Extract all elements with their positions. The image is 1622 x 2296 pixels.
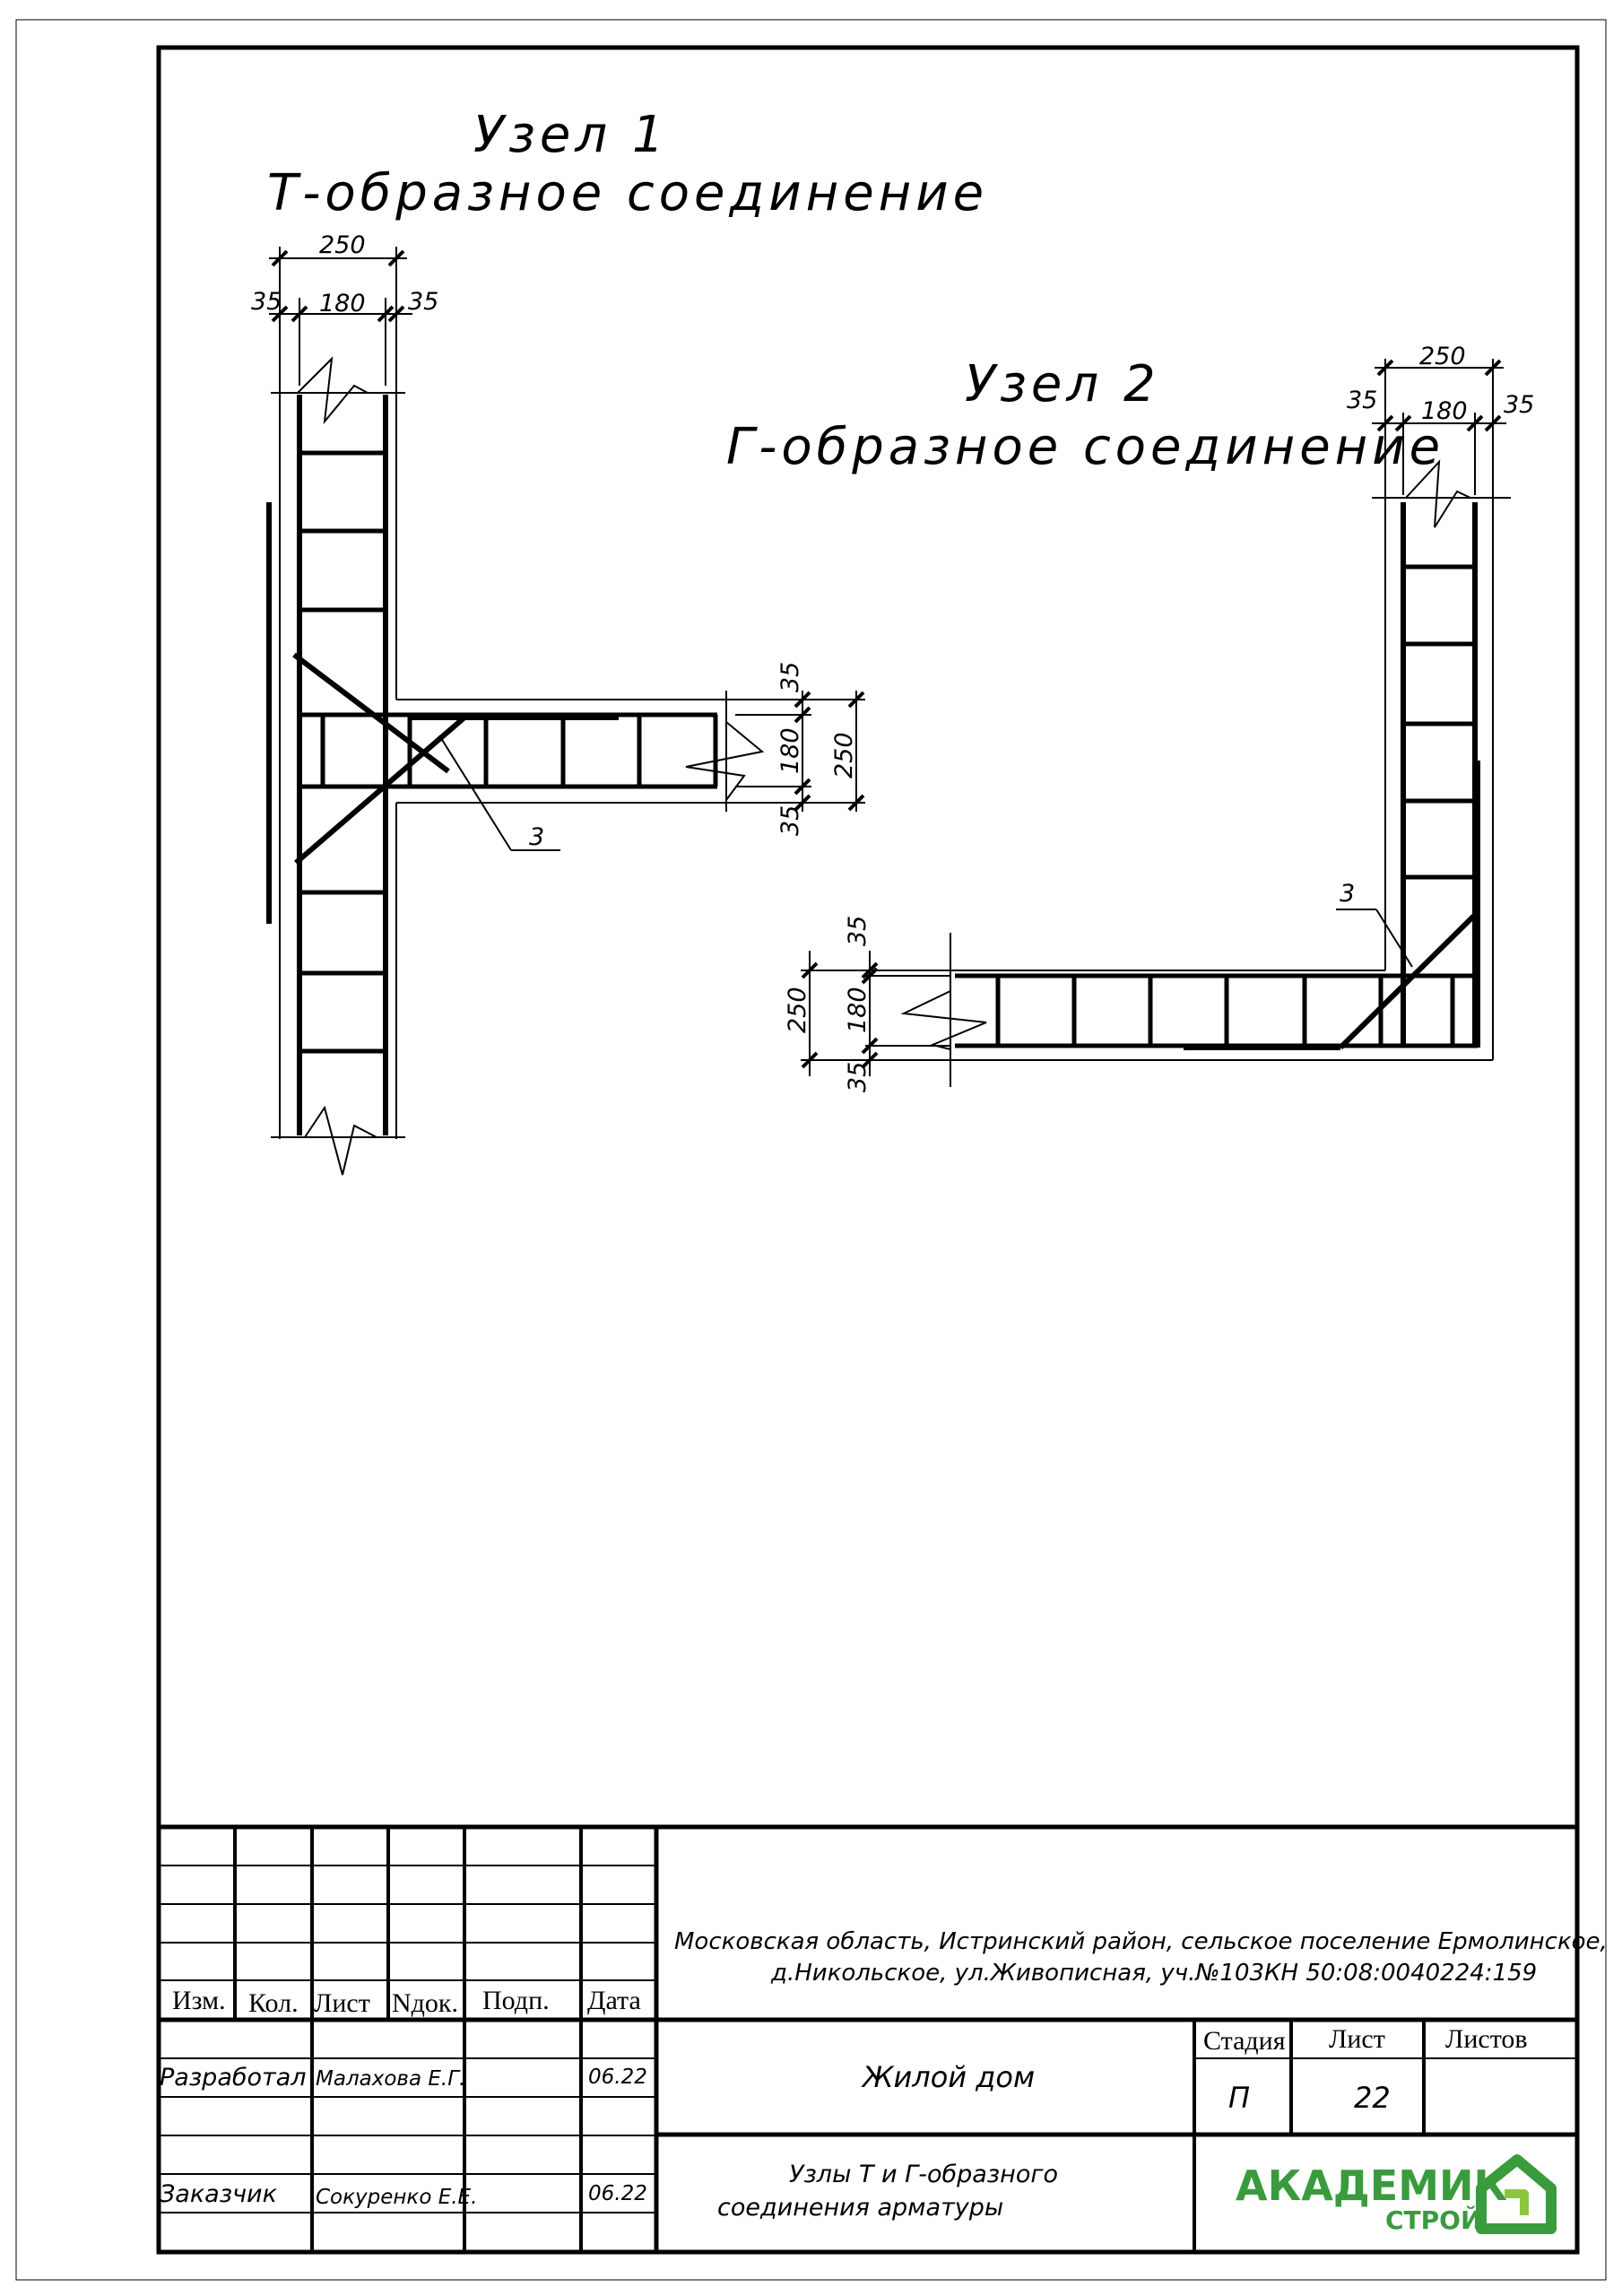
- address-line2: д.Никольское, ул.Живописная, уч.№103КН 5…: [770, 1960, 1537, 1987]
- node1-side-dimensions: [717, 691, 865, 812]
- dim-side-cover-bottom: 35: [776, 805, 804, 836]
- node2-top-dimensions: [1372, 359, 1506, 498]
- logo-word1: АКАДЕМИК: [1236, 2161, 1507, 2210]
- dim-cover-left: 35: [251, 288, 282, 316]
- dim-side-total: 250: [830, 732, 858, 778]
- dim-total: 250: [1419, 343, 1466, 370]
- sheet-label: Лист: [1329, 2024, 1385, 2054]
- header-data: Дата: [587, 1986, 641, 2015]
- dim-core: 180: [319, 290, 366, 317]
- header-izm: Изм.: [172, 1986, 226, 2015]
- address-line1: Московская область, Истринский район, се…: [674, 1928, 1608, 1955]
- sheets-label: Листов: [1445, 2024, 1528, 2054]
- dim-side-total: 250: [784, 987, 811, 1033]
- client-role: Заказчик: [160, 2180, 278, 2208]
- header-list: Лист: [314, 1988, 370, 2018]
- dim-cover-right: 35: [408, 288, 438, 316]
- header-kol: Кол.: [248, 1988, 299, 2018]
- dim-side-cover-bottom: 35: [844, 1062, 872, 1092]
- dim-side-core: 180: [844, 987, 872, 1033]
- node1-drawing: [266, 356, 765, 1176]
- client-date: 06.22: [588, 2182, 647, 2205]
- title-block-headers: Изм. Кол. Лист Nдок. Подп. Дата Стадия Л…: [172, 1986, 1528, 2056]
- title-block-values: Московская область, Истринский район, се…: [160, 1928, 1608, 2222]
- dim-total: 250: [319, 231, 366, 259]
- dim-cover-right: 35: [1504, 391, 1534, 419]
- callout-number: 3: [1340, 880, 1355, 908]
- node1-dimension-labels: 250 35 180 35 35 180 250 35 3: [251, 231, 858, 851]
- node2-title-line1: Узел 2: [965, 355, 1160, 413]
- header-podp: Подп.: [482, 1986, 550, 2015]
- dim-core: 180: [1421, 397, 1468, 425]
- drawing-title-line1: Узлы Т и Г-образного: [789, 2161, 1058, 2188]
- sheet-value: 22: [1354, 2081, 1391, 2115]
- stage-value: П: [1228, 2081, 1250, 2115]
- dim-side-core: 180: [776, 727, 804, 774]
- callout-number: 3: [529, 823, 544, 851]
- developed-date: 06.22: [588, 2066, 647, 2089]
- title-block: [159, 1824, 1577, 2252]
- node1-title-line2: Т-образное соединение: [267, 164, 989, 222]
- object-name: Жилой дом: [861, 2060, 1035, 2094]
- main-frame: [156, 45, 1580, 2255]
- outer-border: [15, 19, 1607, 2281]
- logo-word2: СТРОЙ: [1385, 2205, 1481, 2235]
- drawing-title-line2: соединения арматуры: [717, 2194, 1003, 2222]
- developed-role: Разработал: [160, 2064, 307, 2092]
- stage-label: Стадия: [1203, 2026, 1286, 2056]
- company-logo: АКАДЕМИК СТРОЙ: [1236, 2154, 1557, 2235]
- node1-top-dimensions: [269, 247, 412, 393]
- client-name: Сокуренко Е.Е.: [316, 2186, 477, 2209]
- developed-name: Малахова Е.Г.: [316, 2067, 465, 2091]
- node2-drawing: [900, 459, 1511, 1087]
- node2-dimension-labels: 250 35 180 35 35 180 250 35 3: [784, 343, 1534, 1092]
- dim-side-cover-top: 35: [776, 662, 804, 692]
- dim-side-cover-top: 35: [844, 916, 872, 946]
- header-ndok: Nдок.: [392, 1988, 458, 2018]
- node2-side-dimensions: [801, 951, 950, 1076]
- node1-title-line1: Узел 1: [473, 106, 669, 164]
- dim-cover-left: 35: [1347, 387, 1377, 414]
- house-icon: [1476, 2154, 1557, 2234]
- node2-title-line2: Г-образное соединение: [726, 418, 1445, 476]
